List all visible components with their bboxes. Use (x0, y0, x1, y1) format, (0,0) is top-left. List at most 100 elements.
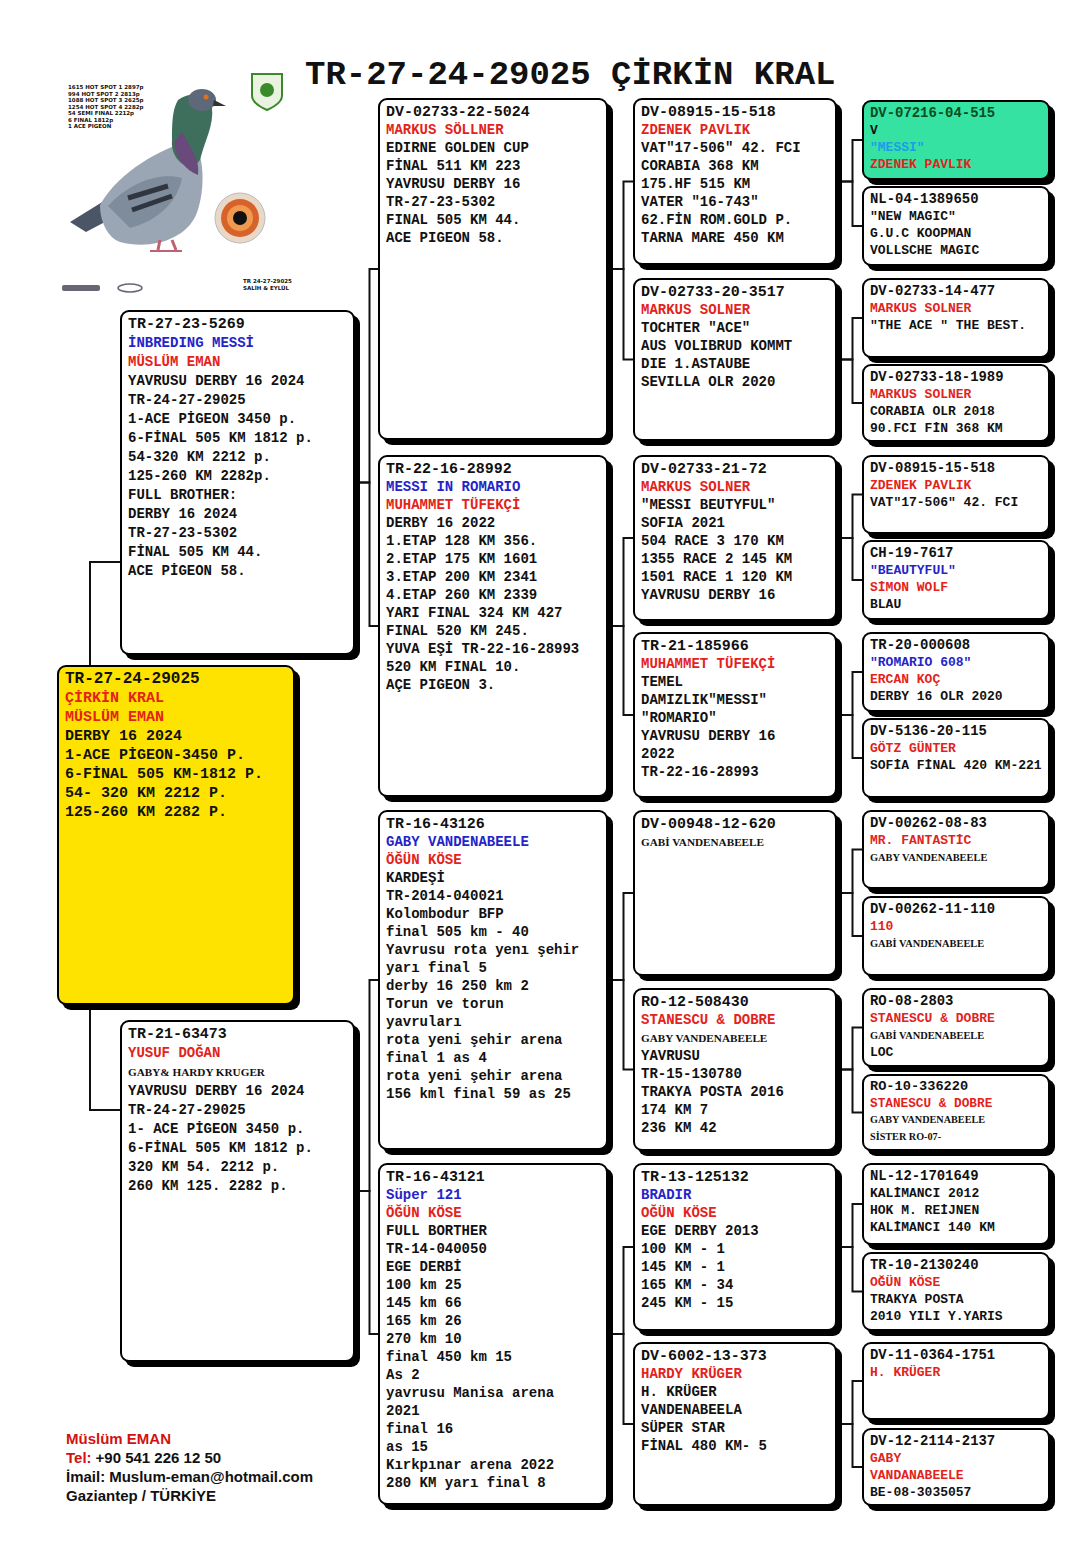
pedigree-text: 125-260 KM 2282 P. (65, 803, 287, 822)
pedigree-text: OĞÜN KÖSE (870, 1274, 1042, 1291)
pedigree-text: SİSTER RO-07- (870, 1129, 1042, 1146)
pedigree-text: GABY& HARDY KRUGER (128, 1063, 347, 1082)
pedigree-text: 270 km 10 (386, 1330, 600, 1348)
pedigree-text: G.U.C KOOPMAN (870, 225, 1042, 242)
pedigree-text: TR-27-23-5302 (128, 524, 347, 543)
pedigree-text: TR-24-27-29025 (128, 391, 347, 410)
pedigree-text: SOFİA FİNAL 420 KM-221 (870, 757, 1042, 774)
pedigree-text: MARKUS SOLNER (641, 301, 829, 319)
pedigree-text: KALİMANCI 140 KM (870, 1219, 1042, 1236)
ring-number: DV-12-2114-2137 (870, 1433, 1042, 1450)
pedigree-text: 100 km 25 (386, 1276, 600, 1294)
pedigree-box: NL-12-1701649KALİMANCI 2012HOK M. REİJNE… (862, 1163, 1050, 1245)
result-note: 54 SEMI FINAL 2212p (68, 110, 134, 117)
pedigree-text: TR-15-130780 (641, 1065, 829, 1083)
pedigree-line (837, 850, 862, 894)
pedigree-box: DV-00262-08-83MR. FANTASTİCGABY VANDENAB… (862, 810, 1050, 889)
pedigree-text: MR. FANTASTİC (870, 832, 1042, 849)
result-note: 1615 HOT SPOT 1 2897p (68, 84, 144, 91)
pedigree-text: H. KRÜGER (870, 1364, 1042, 1381)
pedigree-box: DV-5136-20-115GÖTZ GÜNTERSOFİA FİNAL 420… (862, 718, 1050, 798)
pedigree-text: FULL BROTHER: (128, 486, 347, 505)
pedigree-box: CH-19-7617"BEAUTYFUL"SİMON WOLFBLAU (862, 540, 1050, 620)
pedigree-box: DV-08915-15-518ZDENEK PAVLIKVAT"17-506" … (633, 98, 837, 265)
pedigree-text: 156 kml final 59 as 25 (386, 1085, 600, 1103)
pedigree-text: Yavrusu rota yenı şehir (386, 941, 600, 959)
pedigree-line (837, 538, 862, 580)
pedigree-text: VANDENABEELA (641, 1401, 829, 1419)
pedigree-text: 2022 (641, 745, 829, 763)
ring-number: RO-08-2803 (870, 993, 1042, 1010)
ring-number: RO-12-508430 (641, 993, 829, 1011)
pedigree-text: 6-FİNAL 505 KM-1812 P. (65, 765, 287, 784)
pedigree-box: TR-16-43121Süper 121ÖĞÜN KÖSEFULL BORTHE… (378, 1163, 608, 1505)
pedigree-text: SEVILLA OLR 2020 (641, 373, 829, 391)
pedigree-text: 245 KM - 15 (641, 1294, 829, 1312)
pedigree-text: MESSI IN ROMARIO (386, 478, 600, 496)
pedigree-text: SOFIA 2021 (641, 514, 829, 532)
ring-number: CH-19-7617 (870, 545, 1042, 562)
pedigree-line (837, 1070, 862, 1113)
pedigree-box: RO-08-2803STANESCU & DOBREGABİ VANDENABE… (862, 988, 1050, 1067)
pedigree-text: 236 KM 42 (641, 1119, 829, 1137)
pedigree-text: "ROMARIO 608" (870, 654, 1042, 671)
pedigree-text: MARKUS SÖLLNER (386, 121, 600, 139)
pedigree-line (608, 182, 633, 270)
pedigree-text: VOLLSCHE MAGIC (870, 242, 1042, 259)
ring-number: DV-02733-22-5024 (386, 103, 600, 121)
pedigree-text: FINAL 520 KM 245. (386, 622, 600, 640)
ring-number: DV-5136-20-115 (870, 723, 1042, 740)
pedigree-line (837, 715, 862, 758)
pedigree-text: VATER "16-743" (641, 193, 829, 211)
pedigree-text: YUSUF DOĞAN (128, 1044, 347, 1063)
ring-number: TR-27-23-5269 (128, 315, 347, 334)
pedigree-text: FİNAL 511 KM 223 (386, 157, 600, 175)
pedigree-line (837, 1028, 862, 1070)
pedigree-text: FİNAL 505 KM 44. (128, 543, 347, 562)
pedigree-text: GABY VANDENABEELE (386, 833, 600, 851)
pedigree-text: yavrusu Manisa arena (386, 1384, 600, 1402)
pedigree-text: 1-ACE PİGEON-3450 P. (65, 746, 287, 765)
result-note: 6 FINAL 1812p (68, 117, 113, 124)
pedigree-text: TR-14-040050 (386, 1240, 600, 1258)
pedigree-text: TR-22-16-28993 (641, 763, 829, 781)
pedigree-text: FULL BORTHER (386, 1222, 600, 1240)
pedigree-text: FİNAL 480 KM- 5 (641, 1437, 829, 1455)
pedigree-text: final 505 km - 40 (386, 923, 600, 941)
pedigree-box: TR-16-43126GABY VANDENABEELEÖĞÜN KÖSEKAR… (378, 810, 608, 1150)
pedigree-text: DERBY 16 OLR 2020 (870, 688, 1042, 705)
pedigree-text: 1355 RACE 2 145 KM (641, 550, 829, 568)
pedigree-text: final 16 (386, 1420, 600, 1438)
result-note: 1088 HOT SPOT 3 2625p (68, 97, 144, 104)
pedigree-text: GABİ VANDENABEELE (870, 935, 1042, 952)
pedigree-line (837, 140, 862, 182)
pedigree-text: EGE DERBY 2013 (641, 1222, 829, 1240)
pedigree-text: 54- 320 KM 2212 P. (65, 784, 287, 803)
pedigree-box: TR-22-16-28992MESSI IN ROMARIOMUHAMMET T… (378, 455, 608, 797)
pedigree-text: BLAU (870, 596, 1042, 613)
pedigree-line (608, 980, 633, 1070)
pedigree-line (837, 1424, 862, 1467)
ring-number: TR-21-63473 (128, 1025, 347, 1044)
pedigree-text: TEMEL (641, 673, 829, 691)
pedigree-text: ZDENEK PAVLIK (641, 121, 829, 139)
ring-number: TR-16-43126 (386, 815, 600, 833)
eye-picture (215, 193, 265, 243)
pedigree-text: SİMON WOLF (870, 579, 1042, 596)
pedigree-line (837, 360, 862, 404)
ring-number: NL-04-1389650 (870, 191, 1042, 208)
pedigree-text: DERBY 16 2024 (128, 505, 347, 524)
pedigree-box: DV-12-2114-2137GABYVANDANABEELEBE-08-303… (862, 1428, 1050, 1506)
pedigree-text: STANESCU & DOBRE (870, 1010, 1042, 1027)
pedigree-text: 1- ACE PİGEON 3450 p. (128, 1120, 347, 1139)
pedigree-text: İNBREDING MESSİ (128, 334, 347, 353)
pedigree-line (355, 483, 378, 627)
pedigree-line (608, 538, 633, 626)
pedigree-text: TR-2014-040021 (386, 887, 600, 905)
pedigree-text: YAVRUSU (641, 1047, 829, 1065)
ring-number: DV-00262-11-110 (870, 901, 1042, 918)
pedigree-text: GÖTZ GÜNTER (870, 740, 1042, 757)
pedigree-text: ERCAN KOÇ (870, 671, 1042, 688)
ring-number: TR-13-125132 (641, 1168, 829, 1186)
